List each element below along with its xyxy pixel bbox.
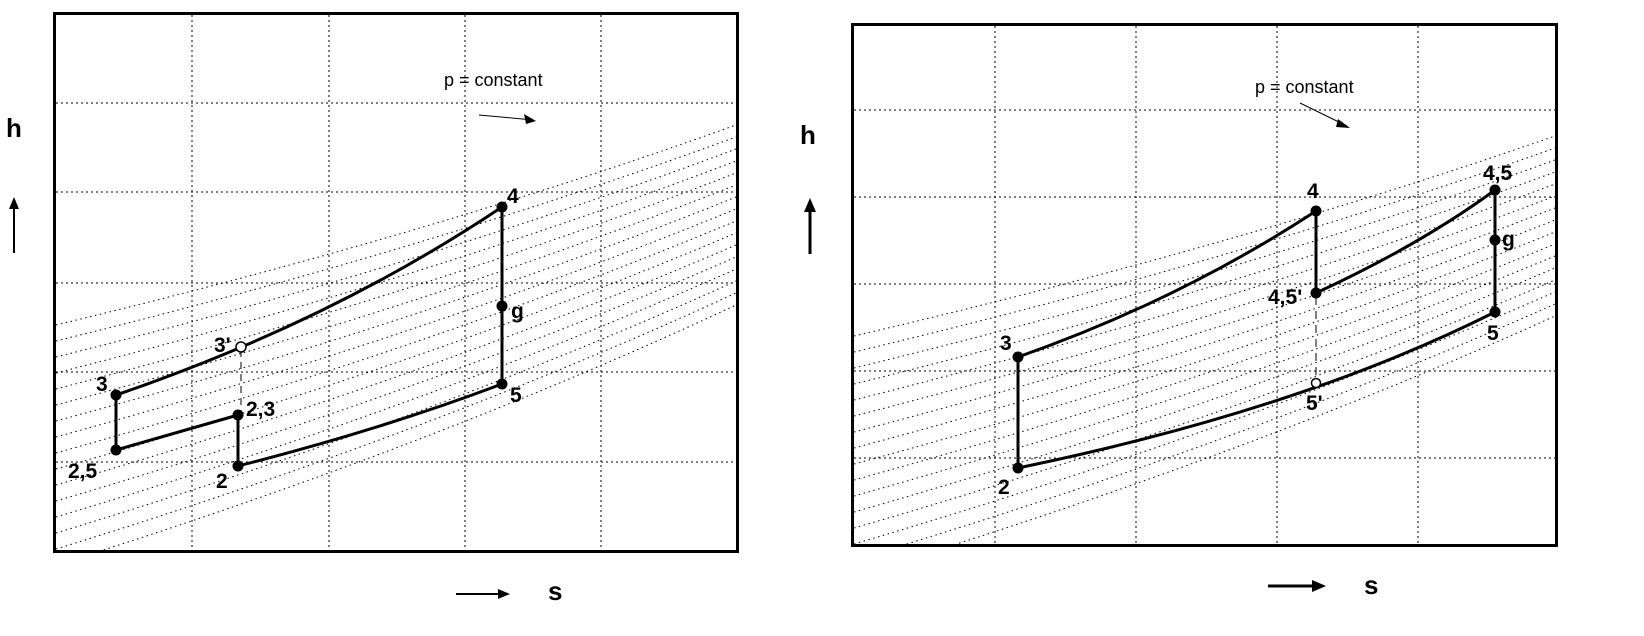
left-label-2: 2 xyxy=(216,470,228,493)
left-point-3 xyxy=(110,389,122,401)
left-point-3prime xyxy=(235,341,247,353)
left-isobar-4 xyxy=(56,172,736,390)
left-isobar-15 xyxy=(101,304,736,550)
right-isobar-3 xyxy=(854,171,1555,385)
right-isobar-9 xyxy=(854,243,1555,481)
right-isobar-12 xyxy=(854,279,1555,529)
right-isobar-0 xyxy=(854,135,1555,337)
right-line-2-5 xyxy=(1017,310,1496,470)
right-isobar-6 xyxy=(854,207,1555,433)
right-point-4-5 xyxy=(1489,184,1501,196)
left-label-3prime: 3' xyxy=(214,334,231,357)
left-isobar-0 xyxy=(56,124,736,326)
left-right-arrow-icon xyxy=(456,589,510,599)
right-pressure-annotation: p = constant xyxy=(1255,77,1354,97)
left-label-3: 3 xyxy=(96,373,108,396)
left-label-2-3: 2,3 xyxy=(246,398,275,421)
left-line-3-4 xyxy=(115,205,503,397)
left-isobar-12 xyxy=(56,268,736,518)
right-x-axis-label: s xyxy=(1364,570,1379,600)
right-up-arrow-icon xyxy=(804,198,816,254)
left-annotation-pointer xyxy=(478,114,534,121)
left-isobar-2 xyxy=(56,148,736,358)
right-isobar-11 xyxy=(854,267,1555,513)
left-point-2-3 xyxy=(232,409,244,421)
right-isobar-2 xyxy=(854,159,1555,369)
left-point-5 xyxy=(496,378,508,390)
right-point-4-5prime xyxy=(1310,287,1322,299)
right-isobar-8 xyxy=(854,231,1555,465)
right-point-5prime xyxy=(1310,377,1322,389)
right-isobar-15 xyxy=(954,315,1555,544)
left-label-g: g xyxy=(511,300,524,323)
right-line-45prime-45 xyxy=(1315,188,1496,295)
right-y-axis-label: h xyxy=(800,120,816,150)
left-x-axis-label: s xyxy=(548,576,563,606)
right-label-5prime: 5' xyxy=(1306,392,1323,415)
right-isobar-13 xyxy=(854,291,1555,544)
right-label-2: 2 xyxy=(998,476,1010,499)
left-isobar-1 xyxy=(56,136,736,342)
left-label-5: 5 xyxy=(510,384,522,407)
right-label-5: 5 xyxy=(1487,322,1499,345)
left-isobar-3 xyxy=(56,160,736,374)
right-label-4: 4 xyxy=(1307,180,1319,203)
left-line-2-5 xyxy=(237,382,503,468)
left-isobar-6 xyxy=(56,196,736,422)
right-point-g xyxy=(1489,234,1501,246)
right-label-3: 3 xyxy=(1000,332,1012,355)
right-isobar-4 xyxy=(854,183,1555,401)
right-line-3-4 xyxy=(1017,209,1317,359)
left-annotation-arrowhead xyxy=(524,114,536,124)
left-pressure-annotation: p = constant xyxy=(444,70,543,90)
right-isobar-10 xyxy=(854,255,1555,497)
right-label-4-5: 4,5 xyxy=(1483,162,1513,185)
left-point-2 xyxy=(232,460,244,472)
right-point-2 xyxy=(1012,462,1024,474)
left-point-4 xyxy=(496,201,508,213)
right-point-3 xyxy=(1012,351,1024,363)
left-isobar-11 xyxy=(56,256,736,502)
left-label-4: 4 xyxy=(507,185,519,208)
right-isobar-5 xyxy=(854,195,1555,417)
left-isobar-14 xyxy=(56,292,736,550)
right-isobar-1 xyxy=(854,147,1555,353)
right-point-5 xyxy=(1489,306,1501,318)
left-point-g xyxy=(496,300,508,312)
left-up-arrow-icon xyxy=(9,197,19,253)
right-isobar-14 xyxy=(905,303,1555,544)
left-label-2-5: 2,5 xyxy=(68,460,98,483)
right-point-4 xyxy=(1310,205,1322,217)
left-isobar-10 xyxy=(56,244,736,486)
left-isobar-5 xyxy=(56,184,736,406)
left-line-23-25 xyxy=(115,413,239,452)
left-y-axis-label: h xyxy=(6,113,22,143)
right-label-g: g xyxy=(1502,228,1515,251)
right-right-arrow-icon xyxy=(1268,580,1326,592)
right-label-4-5prime: 4,5' xyxy=(1268,286,1302,309)
left-point-2-5 xyxy=(110,444,122,456)
right-annotation-arrowhead xyxy=(1336,119,1350,128)
